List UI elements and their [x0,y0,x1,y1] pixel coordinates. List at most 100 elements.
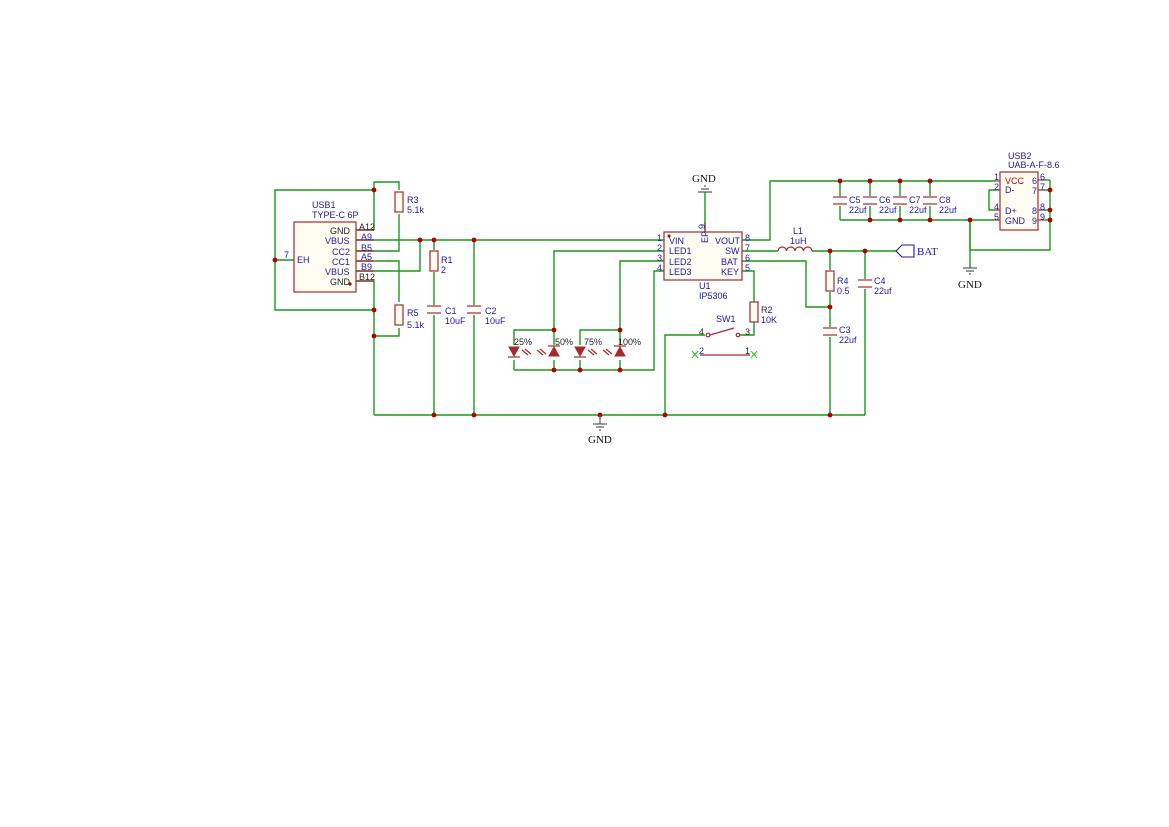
usb1-eh-label: EH [297,255,310,265]
u1-pin-num: 1 [657,233,662,243]
capacitor-c3: C3 22uf [823,325,857,345]
l1-ref: L1 [793,226,803,236]
u1-pin-num: 7 [745,243,750,253]
c4-ref: C4 [874,276,886,286]
usb1-eh-pin: 7 [284,250,289,260]
gnd-top-label: GND [692,173,716,185]
usb2-pin-num-outer: 7 [1040,182,1045,192]
usb2-pin-num: 9 [1032,216,1037,226]
usb2-pin-label: VCC [1005,176,1025,186]
sw1-ref: SW1 [716,314,736,324]
usb2-pin-num-outer: 6 [1040,172,1045,182]
led-100: 100% [602,337,641,357]
led-100-label: 100% [618,337,641,347]
u1-ep-num: 9 [697,224,707,229]
usb2-pin-label: D- [1005,185,1015,195]
resistor-r1: R1 2 [429,250,453,275]
gnd-symbol-bottom: GND [588,415,612,446]
u1-value: IP5306 [699,291,728,301]
u1-pin-label: VOUT [715,236,741,246]
gnd-symbol-top: GND [692,173,716,193]
u1-pin-num: 3 [657,253,662,263]
usb1-pin-num: A5 [361,252,372,262]
u1-pin-num: 2 [657,243,662,253]
r3-value: 5.1k [407,205,425,215]
usb1-pin-num: B9 [361,262,372,272]
u1-pin-label: VIN [669,236,684,246]
usb2-connector: USB2 UAB-A-F-8.6 VCC D- D+ GND 1 2 4 5 6… [994,151,1060,231]
r4-value: 0.5 [837,286,850,296]
u1-pin-num: 8 [745,233,750,243]
capacitor-c8: C8 22uf [923,195,957,215]
usb2-pin-num: 4 [994,202,999,212]
usb1-ref: USB1 [312,200,336,210]
usb2-pin-num: 6 [1032,176,1037,186]
capacitor-c7: C7 22uf [893,195,927,215]
u1-pin-num: 5 [745,263,750,273]
wires [274,179,1051,416]
capacitor-c6: C6 22uf [863,195,897,215]
u1-pin-num: 4 [657,263,662,273]
inductor-l1: L1 1uH [777,226,813,252]
usb2-pin-num: 8 [1032,206,1037,216]
u1-pin-label: LED3 [669,267,692,277]
junctions [272,178,1053,418]
c5-value: 22uf [849,205,867,215]
u1-pin-label: SW [725,246,740,256]
resistor-r5: R5 5.1k [394,304,425,330]
r3-ref: R3 [407,195,419,205]
usb2-pin-num: 2 [994,182,999,192]
r1-value: 2 [441,265,446,275]
c2-ref: C2 [485,306,497,316]
u1-pin-label: LED2 [669,257,692,267]
c3-ref: C3 [839,325,851,335]
usb1-pin-num: A9 [361,232,372,242]
led-25-label: 25% [514,337,532,347]
wire-eh-loop [274,189,374,311]
c1-value: 10uF [445,316,466,326]
usb2-pin-num-outer: 8 [1040,202,1045,212]
r1-ref: R1 [441,255,453,265]
usb2-ref: USB2 [1008,151,1032,161]
resistor-r4: R4 0.5 [825,270,850,296]
gnd-right-label: GND [958,279,982,291]
c5-ref: C5 [849,195,861,205]
r2-ref: R2 [761,305,773,315]
r5-value: 5.1k [407,320,425,330]
usb1-pin-num: B12 [359,272,375,282]
usb2-value: UAB-A-F-8.6 [1008,160,1060,170]
resistor-r2: R2 10K [749,301,777,325]
c8-ref: C8 [939,195,951,205]
c6-value: 22uf [879,205,897,215]
usb1-pin-num: B5 [361,243,372,253]
switch-sw1: SW1 4 3 2 1 [691,314,758,359]
ic-u1: 1 2 3 4 VIN LED1 LED2 LED3 VOUT SW BAT K… [657,222,750,301]
bat-label: BAT [917,246,938,258]
capacitor-c5: C5 22uf [833,195,867,215]
led-75-label: 75% [584,337,602,347]
u1-ref: U1 [699,281,711,291]
u1-pin-label: LED1 [669,246,692,256]
u1-ep-label: EP [700,231,710,243]
u1-pin-num: 6 [745,253,750,263]
l1-value: 1uH [790,236,807,246]
usb2-pin-num: 1 [994,172,999,182]
led-25: 25% [508,337,532,358]
usb1-pin-label: CC1 [332,257,350,267]
resistor-r3: R3 5.1k [394,191,425,215]
usb1-pin-label: CC2 [332,247,350,257]
sw1-pin: 4 [699,327,704,337]
u1-pin-label: KEY [721,267,739,277]
c4-value: 22uf [874,286,892,296]
r2-value: 10K [761,315,777,325]
c7-ref: C7 [909,195,921,205]
led-50-label: 50% [555,337,573,347]
usb1-connector: USB1 TYPE-C 6P GND VBUS CC2 CC1 VBUS GND… [284,200,375,293]
c2-value: 10uF [485,316,506,326]
sw1-pin: 2 [699,346,704,356]
bat-net-label: BAT [895,244,938,258]
usb2-pin-num: 7 [1032,186,1037,196]
c3-value: 22uf [839,335,857,345]
led-75: 75% [574,337,602,358]
gnd-symbol-right: GND [958,267,982,291]
